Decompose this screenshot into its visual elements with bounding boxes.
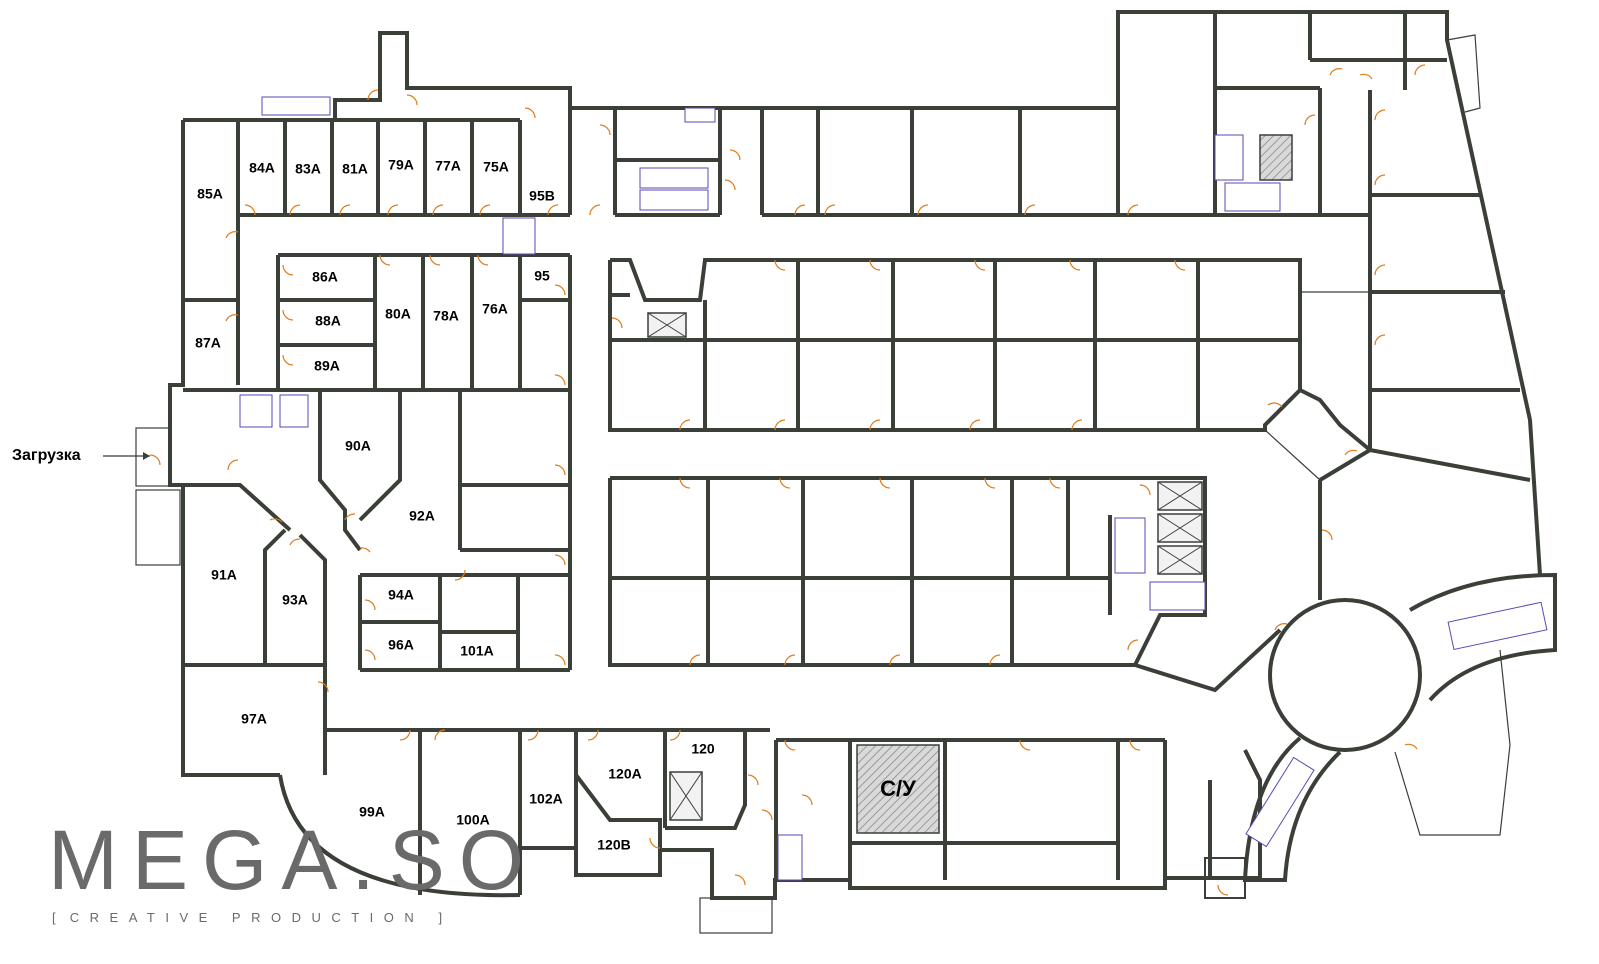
room-95b[interactable]: 95В bbox=[529, 188, 555, 204]
lifts bbox=[647, 312, 1203, 821]
outer-walls bbox=[168, 10, 1542, 900]
room-84a[interactable]: 84А bbox=[249, 160, 275, 176]
loading-label: Загрузка bbox=[12, 447, 81, 464]
brand-tagline: CREATIVE PRODUCTION bbox=[69, 910, 425, 925]
bottom-notches bbox=[699, 857, 1246, 934]
room-88a[interactable]: 88А bbox=[315, 313, 341, 329]
bracket-right: ] bbox=[438, 910, 443, 925]
room-81a[interactable]: 81А bbox=[342, 161, 368, 177]
room-94a[interactable]: 94А bbox=[388, 587, 414, 603]
room-80a[interactable]: 80А bbox=[385, 306, 411, 322]
brand-tagline-row: [ CREATIVE PRODUCTION ] bbox=[52, 910, 442, 925]
room-77a[interactable]: 77А bbox=[435, 158, 461, 174]
room-120a[interactable]: 120А bbox=[608, 766, 641, 782]
central-blocks bbox=[608, 258, 1302, 667]
left-top-rooms bbox=[183, 12, 1447, 450]
room-83a[interactable]: 83А bbox=[295, 161, 321, 177]
room-102a[interactable]: 102А bbox=[529, 791, 562, 807]
room-75a[interactable]: 75А bbox=[483, 159, 509, 175]
lift-3 bbox=[1157, 513, 1203, 543]
room-86a[interactable]: 86А bbox=[312, 269, 338, 285]
room-99a[interactable]: 99А bbox=[359, 804, 385, 820]
room-91a[interactable]: 91А bbox=[211, 567, 237, 583]
room-120[interactable]: 120 bbox=[691, 741, 715, 757]
room-92a[interactable]: 92А bbox=[409, 508, 435, 524]
hatched-areas bbox=[856, 134, 1293, 834]
room-101a[interactable]: 101А bbox=[460, 643, 493, 659]
room-wc[interactable]: С/У bbox=[880, 776, 916, 801]
room-78a[interactable]: 78А bbox=[433, 308, 459, 324]
left-wing-rooms bbox=[183, 215, 1165, 895]
room-85a[interactable]: 85А bbox=[197, 186, 223, 202]
room-96a[interactable]: 96А bbox=[388, 637, 414, 653]
lift-1 bbox=[647, 312, 687, 338]
room-87a[interactable]: 87А bbox=[195, 335, 221, 351]
lift-2 bbox=[1157, 481, 1203, 511]
loading-dock bbox=[103, 427, 181, 566]
room-93a[interactable]: 93А bbox=[282, 592, 308, 608]
room-100a[interactable]: 100А bbox=[456, 812, 489, 828]
room-120b[interactable]: 120В bbox=[597, 837, 630, 853]
room-79a[interactable]: 79А bbox=[388, 157, 414, 173]
bracket-left: [ bbox=[52, 910, 56, 925]
room-97a[interactable]: 97А bbox=[241, 711, 267, 727]
brand-logo: MEGA.SO bbox=[48, 813, 539, 907]
lift-4 bbox=[1157, 545, 1203, 575]
room-95[interactable]: 95 bbox=[534, 268, 550, 284]
room-90a[interactable]: 90А bbox=[345, 438, 371, 454]
stairs bbox=[239, 96, 1548, 881]
right-wing bbox=[848, 34, 1557, 882]
room-labels: 85А 84А 83А 81А 79А 77А 75А 95В 86А 88А … bbox=[195, 157, 916, 853]
lift-5 bbox=[669, 771, 703, 821]
room-76a[interactable]: 76А bbox=[482, 301, 508, 317]
room-89a[interactable]: 89А bbox=[314, 358, 340, 374]
doors bbox=[149, 64, 1426, 896]
